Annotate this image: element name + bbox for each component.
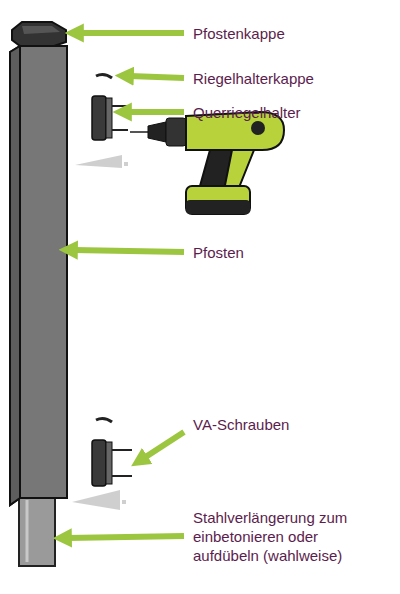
stainless-screw <box>112 449 132 451</box>
steel-extension <box>19 496 55 566</box>
stainless-screw <box>112 475 132 477</box>
part-label: Querriegelhalter <box>193 103 393 122</box>
part-label: VA-Schrauben <box>193 415 393 434</box>
post-body <box>10 46 67 505</box>
post-cap <box>12 22 66 46</box>
bracket-cap <box>96 418 112 422</box>
cordless-drill <box>130 112 284 214</box>
part-label: Pfosten <box>193 243 393 262</box>
part-label: Stahlverlängerung zum einbetonieren oder… <box>193 508 375 565</box>
part-label: Pfostenkappe <box>193 24 393 43</box>
rail-bracket <box>92 96 106 140</box>
part-label: Riegelhalterkappe <box>193 69 393 88</box>
bracket-cap <box>96 74 112 78</box>
rail-bracket <box>92 440 106 486</box>
leader-arrows <box>68 33 184 538</box>
